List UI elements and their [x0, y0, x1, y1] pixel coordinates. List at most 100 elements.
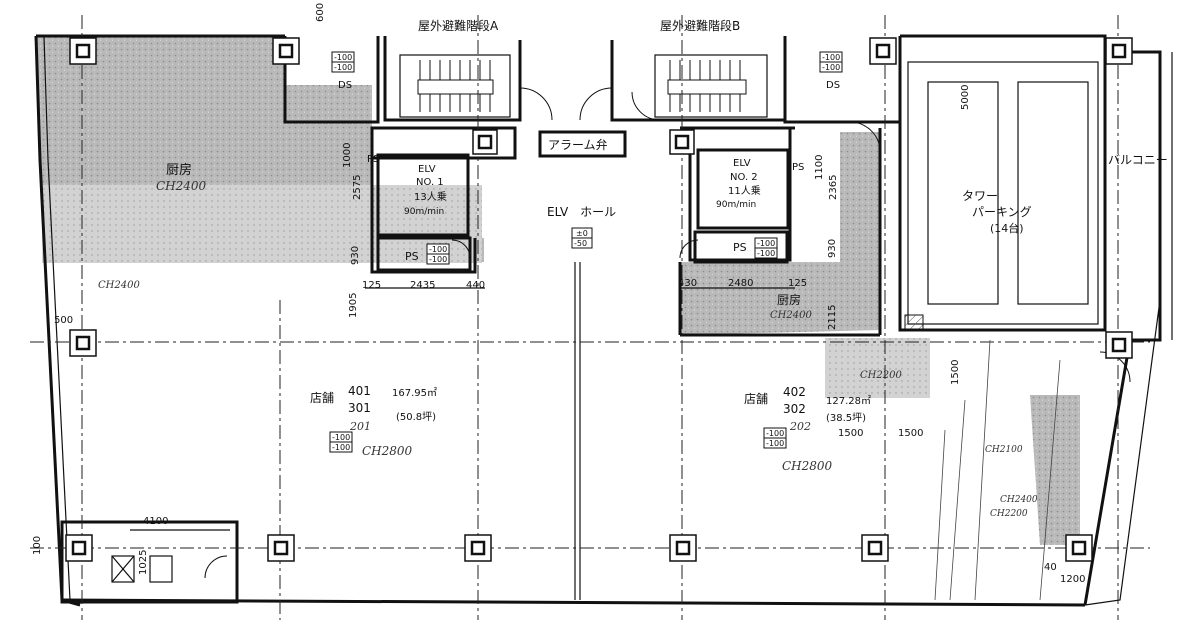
- svg-text:-100: -100: [429, 245, 447, 254]
- column: [1105, 331, 1133, 359]
- tower-parking-line1: タワー: [962, 189, 998, 203]
- svg-text:CH2400: CH2400: [1000, 495, 1038, 505]
- svg-text:127.28㎡: 127.28㎡: [826, 395, 871, 407]
- level-tags: -100-100 -100-100 -100-100 -100-100 ±0-5…: [329, 51, 843, 453]
- svg-text:-100: -100: [822, 63, 840, 72]
- kitchen-right-label: 厨房: [777, 292, 801, 307]
- level-tag-ps-left: -100-100: [426, 243, 450, 265]
- store-left: 店舗 401 301 201 167.95㎡ (50.8坪) CH2800: [310, 384, 437, 458]
- svg-text:CH2200: CH2200: [990, 509, 1028, 519]
- svg-text:440: 440: [466, 280, 485, 291]
- column: [464, 534, 492, 562]
- svg-text:90m/min: 90m/min: [404, 207, 444, 217]
- svg-text:-100: -100: [822, 53, 840, 62]
- elv-hall-label: ELV ホール: [547, 205, 616, 219]
- svg-text:1000: 1000: [342, 143, 353, 168]
- level-tag-ps-right: -100-100: [754, 237, 778, 259]
- svg-text:-100: -100: [334, 63, 352, 72]
- svg-text:-100: -100: [766, 439, 784, 448]
- svg-text:1905: 1905: [348, 293, 359, 318]
- svg-text:500: 500: [54, 315, 73, 326]
- column: [669, 129, 695, 155]
- svg-text:ELV: ELV: [418, 164, 436, 175]
- svg-text:CH2200: CH2200: [860, 370, 902, 381]
- svg-text:402: 402: [783, 385, 806, 399]
- column: [272, 37, 300, 65]
- level-tag-store-right: -100-100: [763, 427, 787, 449]
- ps-left-lower-label: PS: [405, 250, 419, 263]
- store-right: 店舗 402 302 202 127.28㎡ (38.5坪) CH2800: [744, 385, 871, 473]
- svg-text:90m/min: 90m/min: [716, 200, 756, 210]
- svg-text:-100: -100: [766, 429, 784, 438]
- ps-right-lower-label: PS: [733, 241, 747, 254]
- tower-parking-line2: パーキング: [972, 205, 1032, 219]
- svg-text:NO. 2: NO. 2: [730, 172, 758, 183]
- svg-text:125: 125: [362, 280, 381, 291]
- svg-text:1500: 1500: [838, 428, 863, 439]
- svg-text:13人乗: 13人乗: [414, 191, 447, 203]
- svg-text:-100: -100: [334, 53, 352, 62]
- column: [65, 534, 93, 562]
- svg-text:2115: 2115: [827, 305, 838, 330]
- kitchen-left-label: 厨房: [166, 162, 192, 178]
- svg-text:(50.8坪): (50.8坪): [396, 410, 436, 423]
- svg-text:-50: -50: [574, 239, 587, 248]
- shaded-kitchen-left: [36, 36, 484, 263]
- elevator-2: ELV NO. 2 11人乗 90m/min: [716, 158, 761, 210]
- balcony-label: バルコニー: [1108, 153, 1168, 167]
- svg-text:CH2400: CH2400: [770, 310, 812, 321]
- svg-text:201: 201: [349, 420, 371, 433]
- column: [669, 534, 697, 562]
- svg-text:125: 125: [788, 278, 807, 289]
- column: [1065, 534, 1093, 562]
- stair-a-label: 屋外避難階段A: [418, 18, 499, 33]
- svg-text:NO. 1: NO. 1: [416, 177, 444, 188]
- ps-left-label: PS: [367, 154, 379, 165]
- svg-text:930: 930: [350, 246, 361, 265]
- column: [861, 534, 889, 562]
- svg-text:1025: 1025: [138, 550, 149, 575]
- svg-text:1500: 1500: [950, 360, 961, 385]
- level-tag-ds-right: -100-100: [819, 51, 843, 73]
- column: [69, 329, 97, 357]
- column-group: [65, 37, 1133, 562]
- handwritten-notes: CH2400 CH2400 CH2400 CH2200 CH2100 CH240…: [98, 179, 1061, 601]
- svg-text:ELV: ELV: [733, 158, 751, 169]
- svg-text:100: 100: [32, 536, 43, 555]
- dimensions: 600 1000 2575 930 125 2435 440 1905 500 …: [32, 3, 1085, 585]
- elevator-1: ELV NO. 1 13人乗 90m/min: [404, 164, 447, 217]
- level-tag-hall: ±0-50: [571, 227, 593, 249]
- stair-a: [399, 54, 511, 118]
- ds-left-label: DS: [338, 80, 352, 91]
- stair-b: [654, 54, 768, 118]
- svg-text:CH2800: CH2800: [362, 444, 413, 458]
- svg-text:CH2400: CH2400: [156, 179, 207, 193]
- shaded-kitchen-right: [680, 132, 1080, 545]
- svg-text:2480: 2480: [728, 278, 753, 289]
- svg-text:930: 930: [827, 239, 838, 258]
- ps-right-label: PS: [792, 162, 804, 173]
- svg-text:302: 302: [783, 402, 806, 416]
- svg-text:店舗: 店舗: [310, 391, 334, 405]
- parking-stalls: [904, 81, 1089, 330]
- svg-text:11人乗: 11人乗: [728, 185, 761, 197]
- svg-text:1200: 1200: [1060, 574, 1085, 585]
- svg-text:1500: 1500: [898, 428, 923, 439]
- svg-text:2575: 2575: [352, 175, 363, 200]
- svg-text:4100: 4100: [143, 516, 168, 527]
- svg-text:430: 430: [678, 278, 697, 289]
- stair-b-label: 屋外避難階段B: [660, 18, 740, 33]
- svg-text:1100: 1100: [814, 155, 825, 180]
- column: [267, 534, 295, 562]
- core-walls: [60, 34, 1107, 604]
- room-labels: 屋外避難階段A 屋外避難階段B DS DS アラーム弁 厨房 PS PS PS …: [166, 18, 1168, 307]
- tower-parking-line3: (14台): [990, 221, 1024, 235]
- svg-text:-100: -100: [332, 443, 350, 452]
- svg-text:CH2100: CH2100: [985, 445, 1023, 455]
- level-tag-ds-left: -100-100: [331, 51, 355, 73]
- svg-text:600: 600: [315, 3, 326, 22]
- structural-grid: [30, 15, 1150, 620]
- svg-text:301: 301: [348, 401, 371, 415]
- alarm-valve-label: アラーム弁: [548, 137, 608, 152]
